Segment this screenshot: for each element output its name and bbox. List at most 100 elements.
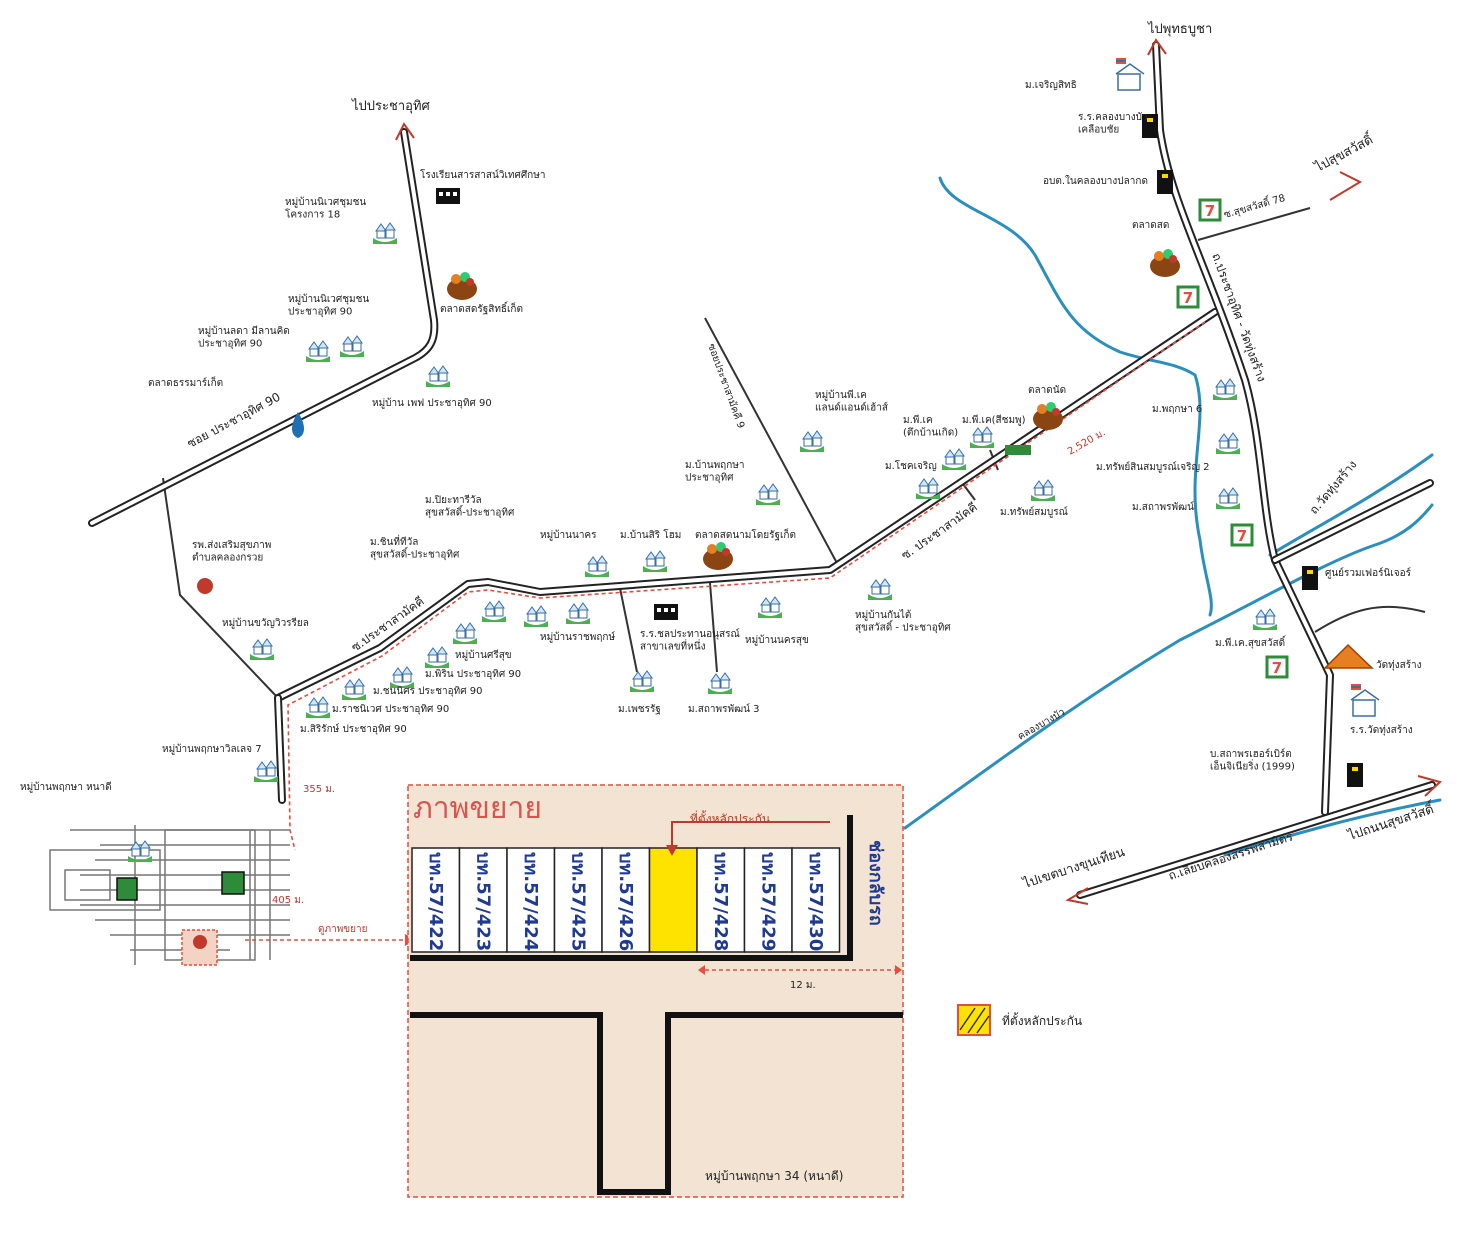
inset-lot bbox=[601, 847, 651, 953]
direction-north-right: ไปพุทธบูชา bbox=[1147, 21, 1212, 37]
house-icon bbox=[584, 555, 610, 578]
house-icon bbox=[1030, 479, 1056, 502]
arrow-west-bottom bbox=[1065, 887, 1089, 905]
label-school-right: ร.ร.คลองบางบัวเคลือบชัย bbox=[1078, 112, 1148, 136]
inset-distance-arrow-left bbox=[698, 965, 705, 975]
house-icon bbox=[389, 666, 415, 689]
seven-eleven-icon bbox=[1198, 198, 1222, 222]
house-icon bbox=[755, 483, 781, 506]
label-m-prueksa-nadi: หมู่บ้านพฤกษา หนาดี bbox=[20, 781, 112, 793]
house-icon bbox=[339, 335, 365, 358]
inset-lot-label: บท.57/424 bbox=[520, 852, 541, 951]
label-m-kuntai: หมู่บ้านกันไต้สุขสวัสดิ์ - ประชาอุทิศ bbox=[855, 609, 951, 634]
river-east bbox=[1268, 453, 1434, 557]
house-icon bbox=[305, 340, 331, 363]
label-m-phetcharat: ม.เพชรรัฐ bbox=[618, 704, 661, 715]
distance-405: 405 ม. bbox=[272, 895, 304, 906]
inset-canal-label: ช่องกลับรถ bbox=[865, 840, 886, 926]
river-top bbox=[938, 176, 1213, 617]
label-m-piyapa: ม.ปิยะทารีวัลสุขสวัสดิ์-ประชาอุทิศ bbox=[425, 494, 515, 519]
label-m-chanon: ม.ชนนิศร ประชาอุทิศ 90 bbox=[373, 686, 482, 697]
label-office-right: อบต.ในคลองบางปลากด bbox=[1043, 175, 1148, 187]
building-icons bbox=[197, 57, 1380, 787]
road-side-a bbox=[619, 587, 638, 673]
legend-label: ที่ตั้งหลักประกัน bbox=[1002, 1012, 1082, 1028]
label-m-sathaphon3: ม.สถาพรพัฒน์ 3 bbox=[688, 703, 760, 715]
village-block bbox=[64, 869, 111, 901]
arrow-north-right bbox=[1147, 38, 1167, 56]
direction-east-top: ไปสุขสวัสดิ์ bbox=[1311, 129, 1378, 176]
label-m-pk: หมู่บ้านพี.เคแลนด์แอนด์เฮ้าส์ bbox=[815, 389, 888, 414]
gas-station-icon bbox=[292, 412, 304, 438]
road-label-suksawat-78: ซ.สุขสวัสดิ์ 78 bbox=[1222, 190, 1287, 221]
arrow-east-bottom bbox=[1417, 775, 1442, 797]
road-liap-khlong-inner bbox=[1078, 783, 1434, 897]
inset-frame bbox=[407, 784, 904, 1198]
legend-hatch bbox=[967, 1007, 986, 1034]
label-m-pk2: ม.พี.เค(ตึกบ้านเกิด) bbox=[903, 414, 958, 439]
road-wat-thung-sang-inner bbox=[1273, 481, 1432, 562]
road-pracha-uthit-wat bbox=[1152, 41, 1334, 816]
label-m-kwanwi: หมู่บ้านขวัญวิวรรียล bbox=[222, 617, 309, 629]
inset-lot-label: บท.57/429 bbox=[757, 852, 778, 951]
label-m-sathaphon: ม.สถาพรพัฒน์ bbox=[1132, 501, 1194, 513]
inset-lot bbox=[506, 847, 556, 953]
inset-lot-label: บท.57/422 bbox=[425, 852, 446, 951]
inset-distance-label: 12 ม. bbox=[790, 980, 816, 991]
factory-icon bbox=[1347, 763, 1363, 787]
school-icon bbox=[436, 188, 460, 204]
house-icon bbox=[969, 426, 995, 449]
direction-north-left: ไปประชาอุทิศ bbox=[351, 98, 431, 114]
route-line bbox=[287, 321, 1206, 851]
label-market-r2: ตลาดสด bbox=[1132, 220, 1169, 231]
legend-hatch bbox=[959, 1007, 976, 1031]
label-m-ratchaniwet: ม.ราชนิเวศ ประชาอุทิศ 90 bbox=[332, 704, 449, 715]
road-soi-9 bbox=[704, 317, 839, 566]
label-m-saphanhom: ม.ทรัพย์สมบูรณ์ bbox=[1000, 506, 1068, 518]
market-icon bbox=[1150, 249, 1180, 277]
house-icon bbox=[799, 430, 825, 453]
village-target-icon bbox=[193, 935, 207, 949]
inset-marker-label: ที่ตั้งหลักประกัน bbox=[690, 810, 770, 826]
river-canal bbox=[903, 503, 1434, 830]
inset-lot-label: บท.57/430 bbox=[805, 852, 826, 951]
flag-icon bbox=[1115, 57, 1145, 91]
label-market-top: ตลาดสดรัฐสิทธิ์เก็ต bbox=[440, 301, 523, 315]
label-furniture: ศูนย์รวมเฟอร์นิเจอร์ bbox=[1325, 567, 1412, 579]
zoom-pointer-label: ดูภาพขยาย bbox=[318, 924, 367, 935]
label-m-pepe: หมู่บ้าน เพฟ ประชาอุทิศ 90 bbox=[372, 397, 492, 409]
inset-marker-pointer bbox=[671, 821, 830, 848]
label-m-pk3: ม.พี.เค(สีชมพู) bbox=[962, 414, 1026, 426]
house-icon bbox=[305, 696, 331, 719]
school-icon bbox=[654, 604, 678, 620]
house-icon bbox=[1252, 608, 1278, 631]
label-m-srisuk: หมู่บ้านศรีสุข bbox=[455, 649, 512, 661]
label-school-top: โรงเรียนสารสาสน์วิเทศศึกษา bbox=[420, 168, 545, 181]
village-park bbox=[221, 871, 245, 895]
label-m-nirut-pracha: หมู่บ้านนิเวศชุมชนประชาอุทิศ 90 bbox=[288, 293, 369, 318]
temple-icon bbox=[1323, 643, 1374, 669]
house-icon bbox=[249, 638, 275, 661]
inset-lot-label: บท.57/426 bbox=[615, 852, 636, 951]
direction-arrows bbox=[395, 38, 1442, 905]
seven-eleven-icon bbox=[1176, 285, 1200, 309]
house-icon bbox=[941, 448, 967, 471]
house-icon bbox=[1212, 378, 1238, 401]
house-icon bbox=[642, 550, 668, 573]
house-icon bbox=[481, 600, 507, 623]
road-wat-link bbox=[1314, 605, 1426, 633]
house-icon bbox=[867, 578, 893, 601]
house-icon bbox=[127, 840, 153, 863]
hospital-icon bbox=[197, 578, 213, 594]
label-m-banpruksa: ม.บ้านพฤกษาประชาอุทิศ bbox=[685, 459, 744, 484]
inset-marker-arrow bbox=[666, 845, 678, 856]
house-icon bbox=[1215, 432, 1241, 455]
inset-lot-label: บท.57/425 bbox=[567, 852, 588, 951]
house-icon bbox=[707, 672, 733, 695]
inset-title: ภาพขยาย bbox=[413, 791, 542, 826]
arrow-north-left bbox=[395, 122, 415, 141]
house-icon bbox=[425, 365, 451, 388]
label-temple: วัดทุ่งสร้าง bbox=[1376, 659, 1422, 671]
